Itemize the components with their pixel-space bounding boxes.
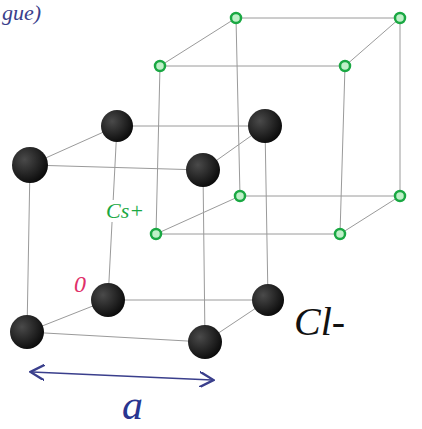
cl-cube-edges bbox=[27, 126, 268, 342]
cs-ions bbox=[151, 13, 405, 239]
dimension-label: a bbox=[120, 384, 145, 426]
ion-label: Cs+ bbox=[104, 200, 146, 222]
origin-label: 0 bbox=[72, 272, 88, 296]
ion-label: Cl- bbox=[292, 302, 347, 342]
dimension-arrow bbox=[32, 372, 212, 380]
cl-ions bbox=[10, 109, 284, 359]
cut-text: gue) bbox=[0, 2, 43, 24]
